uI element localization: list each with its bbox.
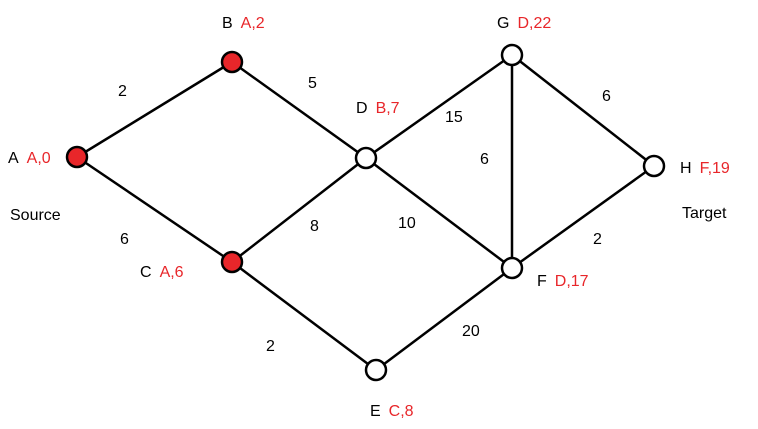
node-annotation-G: D,22: [517, 15, 551, 32]
node-label-F: F D,17: [537, 273, 589, 290]
edge-F-H: [511, 164, 655, 270]
node-name-G: G: [497, 15, 509, 32]
node-name-F: F: [537, 273, 547, 290]
edge-D-F: [365, 157, 513, 269]
node-label-C: C A,6: [140, 264, 184, 281]
node-F: [500, 256, 524, 280]
edge-G-H: [511, 54, 655, 167]
node-A: [65, 145, 89, 169]
edge-weight-G-F: 6: [480, 151, 489, 168]
node-H: [642, 154, 666, 178]
edge-weight-E-F: 20: [462, 323, 480, 340]
edge-weight-A-C: 6: [120, 231, 129, 248]
node-annotation-C: A,6: [160, 264, 184, 281]
target-label: Target: [682, 205, 727, 222]
edge-A-B: [76, 60, 233, 159]
node-annotation-H: F,19: [700, 160, 730, 177]
node-annotation-D: B,7: [376, 100, 400, 117]
node-annotation-F: D,17: [555, 273, 589, 290]
node-label-A: A A,0: [8, 150, 51, 167]
node-name-A: A: [8, 150, 19, 167]
node-name-B: B: [222, 15, 233, 32]
edge-weight-F-H: 2: [593, 231, 602, 248]
edge-B-D: [231, 60, 367, 160]
node-name-C: C: [140, 264, 152, 281]
edge-weight-G-H: 6: [602, 88, 611, 105]
node-E: [364, 358, 388, 382]
source-label: Source: [10, 207, 61, 224]
node-label-E: E C,8: [370, 403, 414, 420]
edge-weight-D-G: 15: [445, 109, 463, 126]
node-label-D: D B,7: [356, 100, 400, 117]
edge-weight-D-F: 10: [398, 215, 416, 232]
node-label-B: B A,2: [222, 15, 265, 32]
edge-D-G: [365, 53, 513, 160]
node-name-E: E: [370, 403, 381, 420]
edge-weight-C-E: 2: [266, 338, 275, 355]
node-annotation-E: C,8: [389, 403, 414, 420]
edge-C-D: [231, 157, 367, 263]
node-name-D: D: [356, 100, 368, 117]
edge-weight-B-D: 5: [308, 75, 317, 92]
node-annotation-B: A,2: [241, 15, 265, 32]
node-annotation-A: A,0: [27, 150, 51, 167]
edge-C-E: [231, 261, 377, 371]
node-G: [500, 43, 524, 67]
node-C: [220, 250, 244, 274]
edge-weight-A-B: 2: [118, 83, 127, 100]
node-label-H: H F,19: [680, 160, 730, 177]
edge-E-F: [375, 267, 513, 371]
node-B: [220, 50, 244, 74]
edge-weight-C-D: 8: [310, 218, 319, 235]
edge-A-C: [76, 155, 233, 264]
node-D: [354, 146, 378, 170]
node-label-G: G D,22: [497, 15, 551, 32]
node-name-H: H: [680, 160, 692, 177]
